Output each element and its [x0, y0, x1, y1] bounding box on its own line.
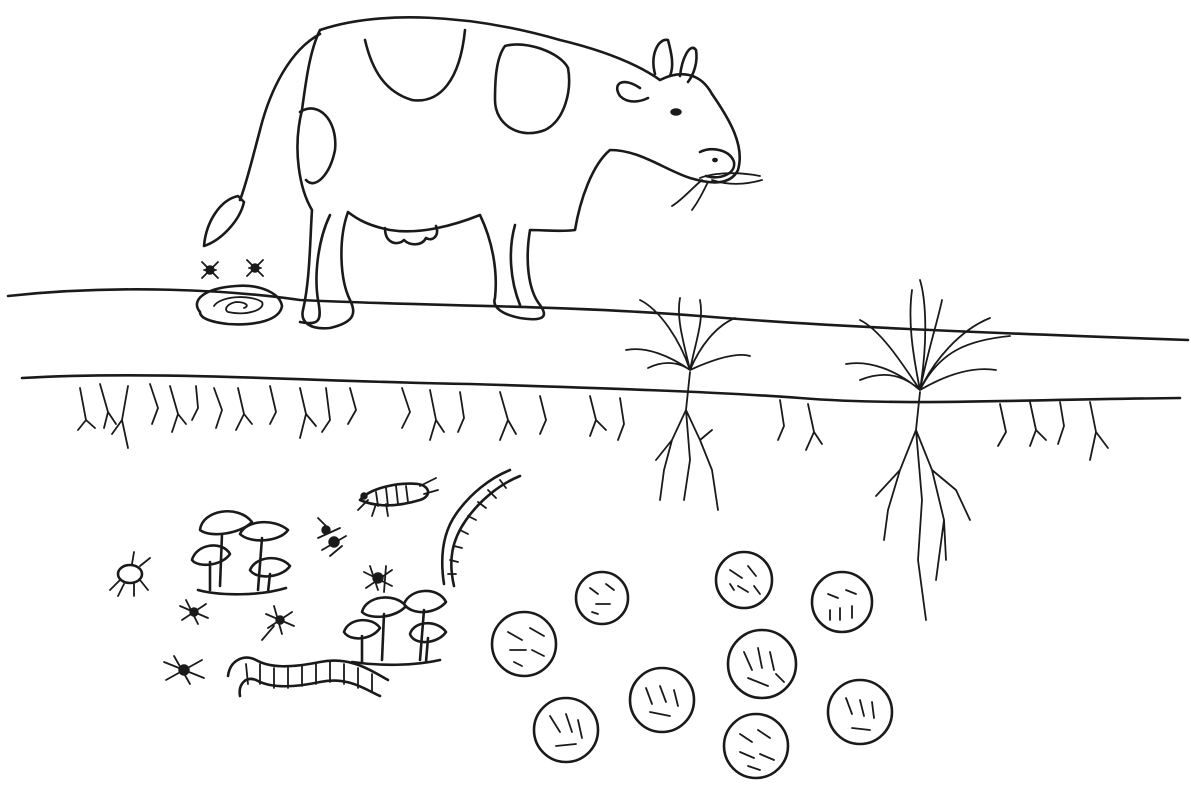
cow-eye [671, 109, 681, 115]
mite [110, 552, 150, 596]
mushroom-cluster [344, 591, 446, 665]
springtail [358, 478, 438, 516]
dung-fly [247, 260, 263, 276]
microbe-colony [492, 612, 556, 676]
cow-spot [495, 44, 569, 133]
ant [164, 656, 204, 684]
cow-horn [653, 40, 672, 76]
ant [364, 566, 392, 592]
grass-roots-left [78, 384, 624, 448]
grass-clump [626, 298, 750, 510]
ant [318, 518, 346, 556]
ground-surface-line [8, 289, 1188, 340]
microbe-colony [576, 572, 628, 624]
grass-in-mouth [672, 173, 762, 210]
cow-spot [300, 108, 335, 183]
microbe-colony [812, 572, 872, 632]
earthworm [442, 470, 520, 586]
ant [262, 606, 294, 640]
microbe-colony [724, 714, 788, 778]
dung-pile [197, 286, 282, 325]
cow-tail-tuft [204, 196, 244, 246]
cow-ear [617, 82, 648, 101]
microbe-colony [716, 552, 772, 608]
dung-fly [202, 262, 218, 278]
mushroom-cluster [192, 511, 290, 594]
ant [180, 600, 208, 624]
grass-roots-right [778, 400, 1108, 460]
cow-tail [240, 34, 320, 200]
cow-spot [365, 30, 465, 100]
microbe-colony [728, 630, 796, 698]
microbe-colony [828, 680, 892, 744]
microbe-colony [534, 698, 598, 762]
cow [204, 17, 762, 328]
microbe-colony [630, 668, 694, 732]
